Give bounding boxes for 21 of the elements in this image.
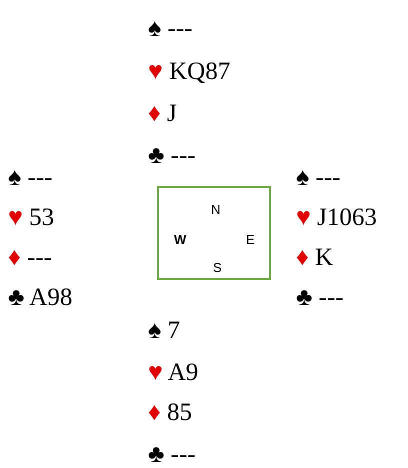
spade-holding: ♠ ---	[296, 163, 341, 193]
compass-letter: S	[213, 260, 222, 275]
heart-holding: ♥ KQ87	[148, 57, 230, 87]
spade-holding: ♠ ---	[8, 163, 53, 193]
club-holding: ♣ A98	[8, 283, 72, 313]
spade-holding: ♠ ---	[148, 14, 193, 44]
diamond-holding: ♦ J	[148, 99, 177, 129]
heart-holding: ♥ J1063	[296, 203, 377, 233]
compass-letter: E	[246, 232, 255, 247]
diamond-holding: ♦ K	[296, 243, 334, 273]
heart-holding: ♥ 53	[8, 203, 54, 233]
compass-box	[157, 186, 271, 280]
compass-letter: N	[211, 202, 220, 217]
diamond-holding: ♦ ---	[8, 243, 52, 273]
diamond-holding: ♦ 85	[148, 398, 192, 428]
spade-holding: ♠ 7	[148, 316, 180, 346]
club-holding: ♣ ---	[296, 283, 344, 313]
club-holding: ♣ ---	[148, 141, 196, 171]
heart-holding: ♥ A9	[148, 358, 198, 388]
compass-letter: W	[174, 232, 186, 247]
club-holding: ♣ ---	[148, 440, 196, 468]
